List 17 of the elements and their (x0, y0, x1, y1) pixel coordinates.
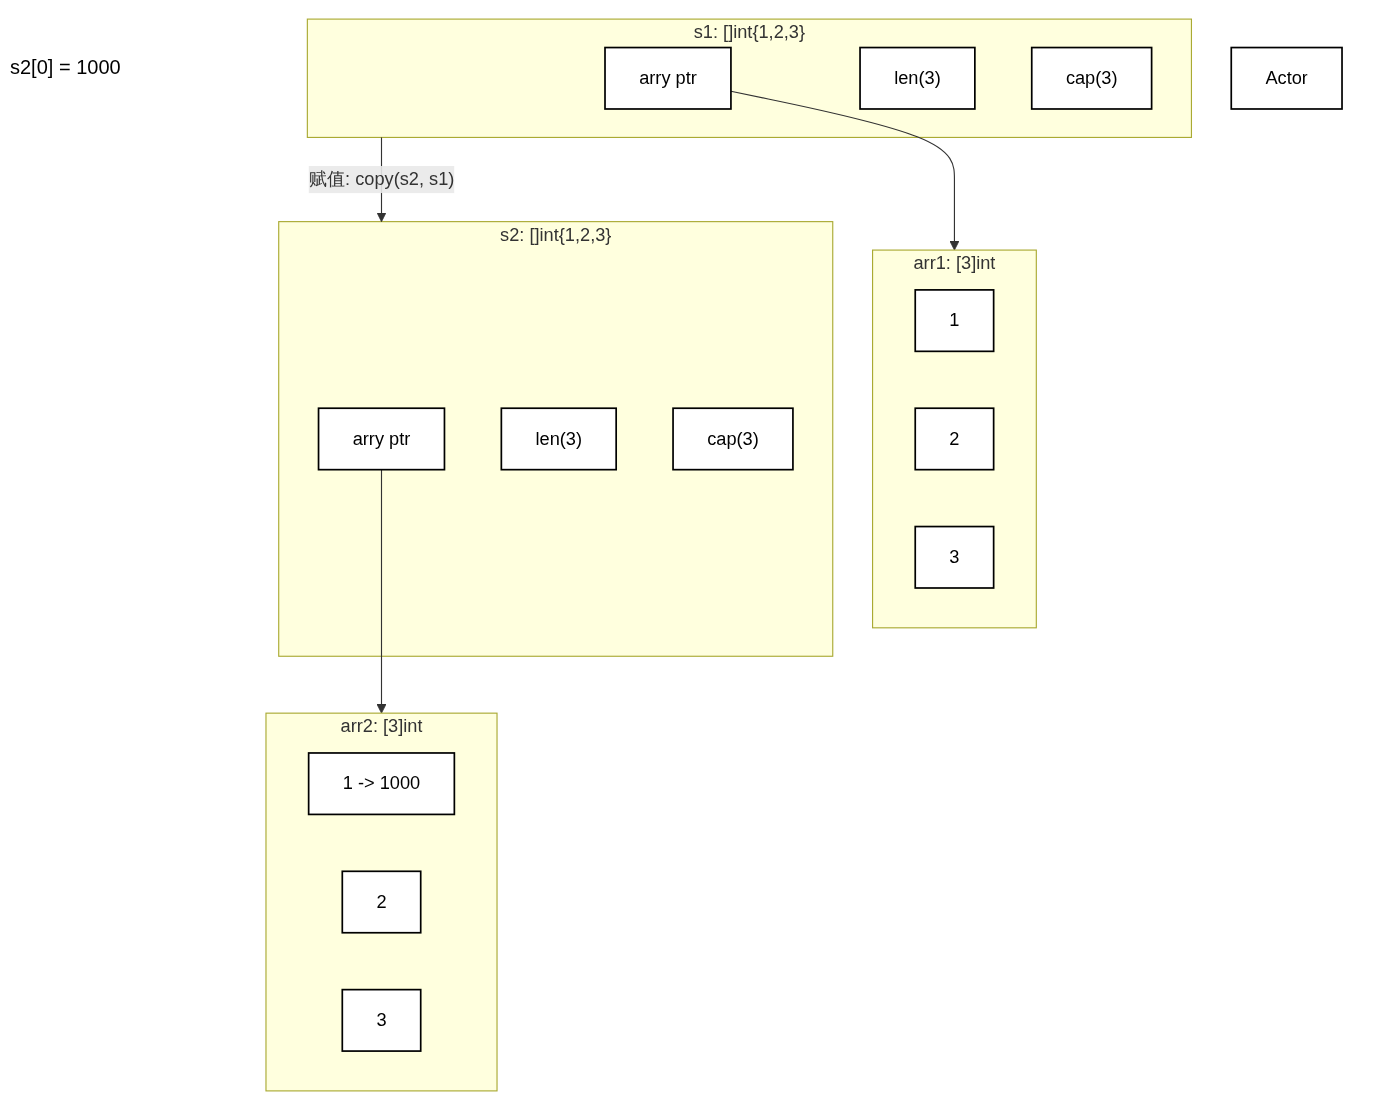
node-box: Actor (1230, 46, 1343, 110)
node-box: 1 (914, 289, 995, 353)
node-box: 1 -> 1000 (307, 752, 456, 816)
node-box: len(3) (500, 407, 617, 471)
node-box: arry ptr (604, 46, 732, 110)
edge-label: 赋值: copy(s2, s1) (308, 169, 455, 189)
note-text: s2[0] = 1000 (10, 56, 122, 79)
arrow (376, 469, 387, 714)
node-box: 2 (914, 407, 995, 471)
node-box: len(3) (859, 46, 976, 110)
node-box: 2 (341, 870, 422, 934)
node-box: arry ptr (317, 407, 446, 471)
node-box: 3 (341, 988, 422, 1052)
node-box: cap(3) (1030, 46, 1153, 110)
arrow (730, 90, 960, 251)
node-box: cap(3) (672, 407, 794, 471)
node-box: 3 (914, 525, 995, 589)
